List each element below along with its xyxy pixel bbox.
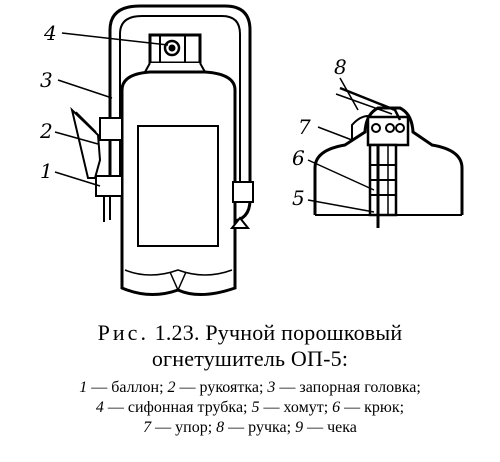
legend-text: — баллон; xyxy=(87,379,168,396)
legend-line-2: 4 — сифонная трубка; 5 — хомут; 6 — крюк… xyxy=(0,398,500,418)
clamp-right xyxy=(232,181,254,203)
caption-title-line2: огнетушитель ОП-5: xyxy=(151,346,349,371)
legend-text: — рукоятка; xyxy=(175,379,268,396)
legend-num: 3 xyxy=(267,379,276,396)
legend-text: — сифонная трубка; xyxy=(103,399,252,416)
clamp-left-upper xyxy=(99,117,123,141)
carry-handle xyxy=(108,4,252,224)
callout-2: 2 xyxy=(39,119,53,143)
lever xyxy=(70,106,102,179)
legend-text: — запорная головка; xyxy=(275,379,421,396)
callout-1: 1 xyxy=(40,159,53,183)
legend-num: 8 xyxy=(216,419,225,436)
legend-num: 9 xyxy=(295,419,304,436)
legend-line-3: 7 — упор; 8 — ручка; 9 — чека xyxy=(0,418,500,438)
right-callouts: 8 7 6 5 xyxy=(292,55,347,210)
legend-num: 4 xyxy=(95,399,104,416)
right-leaders xyxy=(307,77,375,213)
callout-8: 8 xyxy=(334,55,347,79)
legend-num: 5 xyxy=(251,399,260,416)
legend-num: 1 xyxy=(79,379,88,396)
caption-title-line1: 1.23. Ручной порошковый xyxy=(148,320,403,345)
head-ring xyxy=(163,39,181,57)
left-callouts: 4 3 2 1 xyxy=(39,21,57,183)
legend-text: — чека xyxy=(303,419,357,436)
callout-5: 5 xyxy=(292,186,305,210)
legend-line-1: 1 — баллон; 2 — рукоятка; 3 — запорная г… xyxy=(0,378,500,398)
legend-text: — ручка; xyxy=(224,419,296,436)
caption-legend: 1 — баллон; 2 — рукоятка; 3 — запорная г… xyxy=(0,378,500,438)
legend-text: — крюк; xyxy=(340,399,405,416)
extinguisher-figure: 4 3 2 1 8 7 6 5 xyxy=(39,4,464,296)
label-panel xyxy=(137,125,219,247)
callout-4: 4 xyxy=(43,21,57,45)
legend-text: — хомут; xyxy=(259,399,333,416)
callout-7: 7 xyxy=(298,115,311,139)
extinguisher-drawing xyxy=(70,4,254,296)
legend-text: — упор; xyxy=(151,419,217,436)
figure-caption: Рис. 1.23. Ручной порошковый огнетушител… xyxy=(0,320,500,438)
callout-6: 6 xyxy=(292,146,305,170)
callout-3: 3 xyxy=(40,68,53,92)
pull-handle xyxy=(339,86,402,121)
valve-detail-drawing xyxy=(313,86,464,228)
caption-lead: Рис. xyxy=(97,320,149,345)
legend-num: 2 xyxy=(167,379,176,396)
caption-title: Рис. 1.23. Ручной порошковый xyxy=(0,320,500,346)
left-leaders xyxy=(54,32,169,187)
legend-num: 7 xyxy=(143,419,152,436)
legend-num: 6 xyxy=(332,399,341,416)
